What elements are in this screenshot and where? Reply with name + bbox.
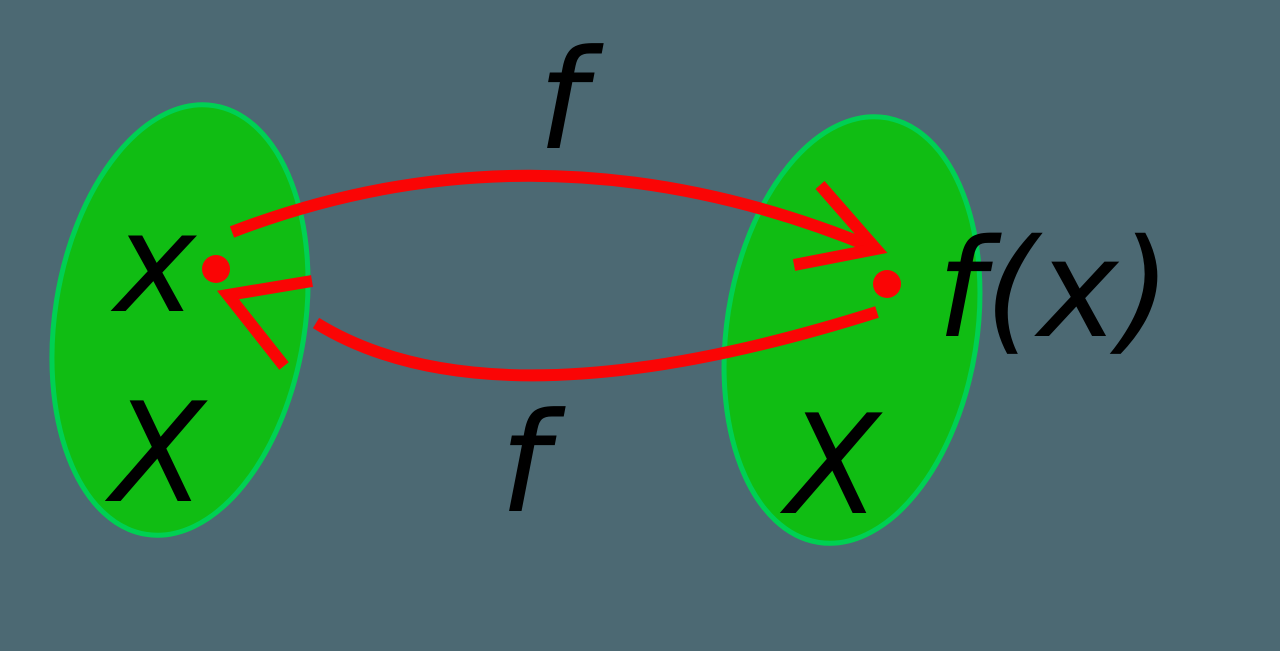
- codomain-set-ellipse: [721, 114, 983, 546]
- label-domain-set-X: X: [105, 373, 209, 534]
- arrow-f-forward-curve: [229, 169, 877, 254]
- arrow-f-inverse-arrowhead-icon: [217, 275, 313, 370]
- label-codomain-set-X: X: [780, 385, 884, 546]
- arrow-f-forward-arrowhead-icon: [792, 181, 888, 271]
- arrow-f-inverse-curve: [312, 306, 879, 382]
- label-element-fx: f(x): [937, 211, 1171, 369]
- point-fx-dot: [873, 270, 901, 298]
- point-x-dot: [202, 255, 230, 283]
- domain-set-ellipse: [49, 102, 311, 538]
- label-element-x: x: [110, 183, 197, 344]
